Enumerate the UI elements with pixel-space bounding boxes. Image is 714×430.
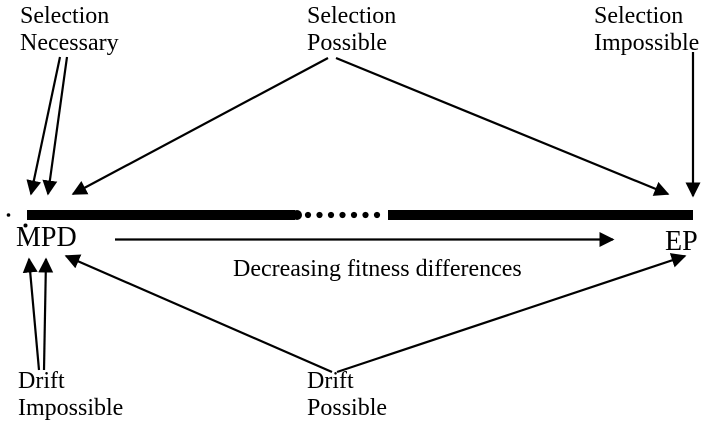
arrow-selection-possible-right [335, 56, 670, 196]
label-drift-impossible-line1: Drift [18, 368, 65, 394]
arrow-drift-impossible-2 [38, 257, 54, 371]
continuum-bar-left-segment [27, 210, 295, 220]
label-selection-impossible-line2: Impossible [594, 30, 700, 56]
label-selection-possible: Selection Possible [307, 3, 396, 57]
label-drift-possible: Drift Possible [307, 368, 387, 422]
label-selection-possible-line1: Selection [307, 3, 397, 29]
label-decreasing-fitness-differences: Decreasing fitness differences [233, 256, 522, 282]
label-drift-possible-line2: Possible [307, 395, 388, 421]
continuum-bar [27, 210, 693, 220]
label-selection-necessary-line2: Necessary [20, 30, 119, 56]
label-selection-impossible: Selection Impossible [594, 3, 699, 57]
continuum-bar-right-segment [388, 210, 693, 220]
arrow-drift-possible-right [336, 253, 687, 374]
below-bar-dot [23, 223, 28, 228]
label-drift-impossible: Drift Impossible [18, 368, 123, 422]
left-margin-dot [6, 213, 11, 217]
arrow-selection-necessary-2 [42, 56, 69, 196]
arrow-selection-possible-left [71, 57, 329, 195]
continuum-bar-left-cap [292, 210, 302, 220]
arrow-selection-necessary-1 [26, 56, 62, 196]
label-endpoint-mpd: MPD [16, 222, 77, 253]
label-endpoint-ep: EP [665, 226, 698, 257]
label-selection-necessary-line1: Selection [20, 3, 110, 29]
label-selection-possible-line2: Possible [307, 30, 388, 56]
label-drift-impossible-line2: Impossible [18, 395, 124, 421]
arrow-drift-impossible-1 [22, 257, 41, 371]
label-selection-necessary: Selection Necessary [20, 3, 119, 57]
continuum-gap-dots [304, 211, 381, 219]
label-drift-possible-line1: Drift [307, 368, 354, 394]
arrow-drift-possible-left [64, 254, 333, 374]
label-selection-impossible-line1: Selection [594, 3, 684, 29]
